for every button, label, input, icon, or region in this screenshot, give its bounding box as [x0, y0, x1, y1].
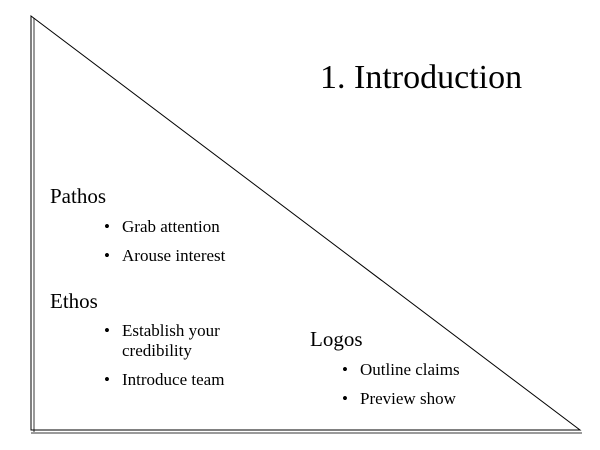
list-item: Establish your credibility	[104, 321, 254, 361]
list-item: Preview show	[342, 389, 502, 409]
ethos-heading: Ethos	[50, 289, 98, 313]
list-item: Arouse interest	[104, 246, 264, 266]
pathos-heading: Pathos	[50, 184, 107, 208]
list-item: Introduce team	[104, 370, 254, 390]
logos-heading: Logos	[310, 327, 363, 351]
slide-title: 1. Introduction	[320, 59, 523, 96]
list-item: Outline claims	[342, 360, 502, 380]
logos-bullet-list: Outline claims Preview show	[342, 360, 502, 418]
ethos-bullet-list: Establish your credibility Introduce tea…	[104, 321, 254, 399]
list-item: Grab attention	[104, 217, 264, 237]
pathos-bullet-list: Grab attention Arouse interest	[104, 217, 264, 275]
triangle-outline	[30, 14, 582, 431]
